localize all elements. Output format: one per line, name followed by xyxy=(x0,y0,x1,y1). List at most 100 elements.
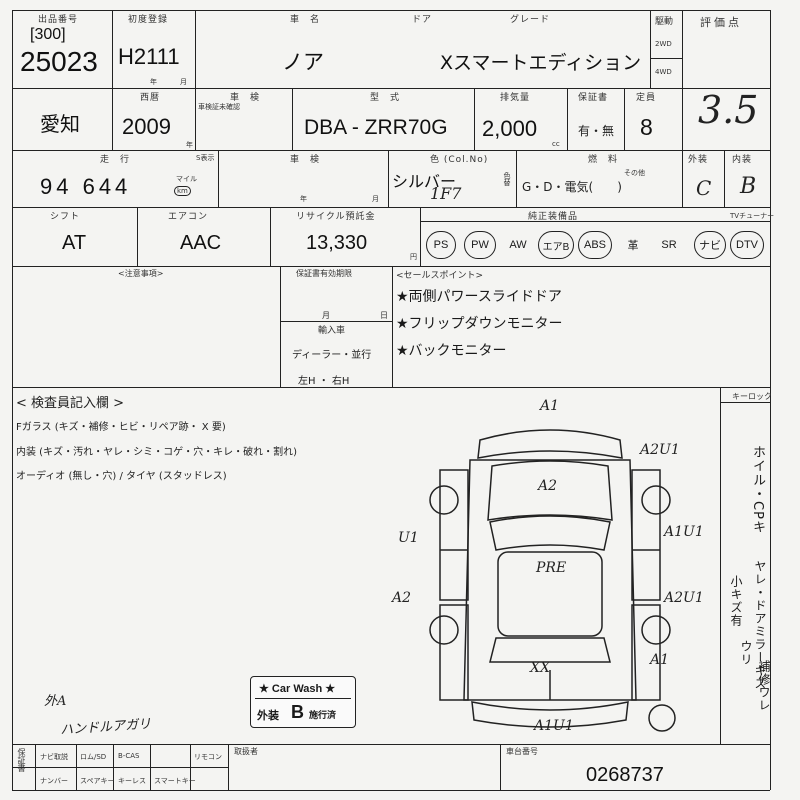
capacity: 8 xyxy=(640,114,653,140)
mark-rear-bumper: A1U1 xyxy=(534,718,574,734)
equip-sunroof: SR xyxy=(661,239,677,251)
label-tsuki: 月 xyxy=(372,195,379,203)
handwritten-steering-note: ハンドルアガリ xyxy=(59,716,152,739)
inspector-audio-tire: オーディオ (無し・穴) / タイヤ (スタッドレス) xyxy=(16,471,227,482)
interior-grade: B xyxy=(740,174,757,199)
shaken-note: 車検証未確認 xyxy=(198,103,240,111)
car-wash-label: 外装 xyxy=(257,709,279,722)
note-mirror-scratch: ヤレ・ドアミラーキズ xyxy=(753,560,767,690)
label-grade: グレード xyxy=(510,15,551,25)
car-wash-title: ★ Car Wash ★ xyxy=(259,683,336,695)
lane-number: [300] xyxy=(30,26,66,43)
color-code: 1F7 xyxy=(430,184,462,203)
mark-front-right: A2U1 xyxy=(640,442,680,458)
car-wash-grade: B xyxy=(291,702,304,722)
shift: AT xyxy=(62,232,87,254)
mark-rear-glass: XX xyxy=(530,660,550,676)
label-color: 色 (Col.No) xyxy=(430,155,489,165)
label-nen: 年 xyxy=(300,195,307,203)
label-year: 年 xyxy=(150,78,157,86)
score: 3.5 xyxy=(698,88,759,132)
mark-right-rear: A1 xyxy=(650,652,670,668)
inspector-interior: 内装 (キズ・汚れ・ヤレ・シミ・コゲ・穴・キレ・破れ・割れ) xyxy=(16,447,297,458)
mark-left-front: U1 xyxy=(398,530,419,546)
label-recycle: リサイクル預託金 xyxy=(296,212,376,222)
label-exterior: 外装 xyxy=(688,155,709,165)
label-handover: 取扱者 xyxy=(234,747,258,756)
footer-keyless: キーレス xyxy=(118,777,146,785)
label-door: ドア xyxy=(412,15,433,25)
unit-km: km xyxy=(174,186,191,196)
label-notes: <注意事項> xyxy=(118,269,164,278)
drive-2wd: 2WD xyxy=(655,40,672,48)
mark-front-bumper: A1 xyxy=(540,398,560,414)
footer-smart-key: スマートキー xyxy=(154,777,196,785)
label-inspector: < 検査員記入欄 > xyxy=(16,396,125,411)
label-score: 評価点 xyxy=(700,16,742,29)
label-mile: マイル xyxy=(176,175,197,183)
footer-plate: ナンバー xyxy=(40,777,68,785)
label-equipment: 純正装備品 xyxy=(528,212,579,222)
label-month2: 月 xyxy=(322,311,330,320)
label-model-year: 西暦 xyxy=(140,93,161,103)
label-displacement: 排気量 xyxy=(500,93,531,103)
label-year-suffix: 年 xyxy=(186,141,193,149)
label-other: その他 xyxy=(624,169,645,177)
car-name: ノア xyxy=(282,51,324,74)
mark-roof: PRE xyxy=(536,560,567,576)
equip-navi: ナビ xyxy=(694,231,726,259)
sales-point-2: ★フリップダウンモニター xyxy=(396,316,563,332)
car-diagram xyxy=(429,429,676,732)
sales-point-3: ★バックモニター xyxy=(396,343,507,359)
model-year: 2009 xyxy=(122,114,171,139)
footer-spare-key: スペアキー xyxy=(80,777,115,785)
label-keyless: キーロック xyxy=(732,392,772,401)
label-fuel: 燃 料 xyxy=(588,155,619,165)
label-interior: 内装 xyxy=(732,155,753,165)
mark-hood: A2 xyxy=(538,478,558,494)
label-day: 日 xyxy=(380,311,388,320)
exterior-grade: C xyxy=(696,176,712,200)
label-aircon: エアコン xyxy=(168,212,209,222)
first-registration: H2111 xyxy=(118,44,180,69)
label-month: 月 xyxy=(180,78,187,86)
footer-warranty: 保証書 xyxy=(17,748,26,772)
model: DBA - ZRR70G xyxy=(304,116,448,139)
equip-ps: PS xyxy=(426,231,456,259)
car-wash-badge: ★ Car Wash ★ 外装 B 施行済 xyxy=(250,676,356,728)
label-drive: 駆動 xyxy=(655,17,674,27)
label-capacity: 定員 xyxy=(636,93,657,103)
recycle-fee: 13,330 xyxy=(306,232,368,254)
label-warranty-expiry: 保証書有効期限 xyxy=(296,269,352,278)
label-first-registration: 初度登録 xyxy=(128,15,169,25)
label-model: 型 式 xyxy=(370,93,401,103)
label-auction-no: 出品番号 xyxy=(38,15,79,25)
label-warranty: 保証書 xyxy=(578,93,609,103)
label-car-name: 車 名 xyxy=(290,15,321,25)
label-import: 輸入車 xyxy=(318,326,346,336)
steering: 左H ・ 右H xyxy=(298,376,350,387)
inspector-windshield: Fガラス (キズ・補修・ヒビ・リペア跡・ X 要) xyxy=(16,422,226,433)
label-mileage: 走 行 xyxy=(100,155,131,165)
equip-pw: PW xyxy=(464,231,496,259)
footer-remote: リモコン xyxy=(194,753,222,761)
aircon: AAC xyxy=(180,232,222,254)
region: 愛知 xyxy=(40,112,80,136)
equip-airbag: エアB xyxy=(538,231,574,259)
equip-aw: AW xyxy=(509,239,527,251)
footer-bcas: B-CAS xyxy=(118,752,140,760)
import-type: ディーラー・並行 xyxy=(292,350,372,361)
label-vin: 車台番号 xyxy=(506,747,538,756)
footer-rom-sd: ロム/SD xyxy=(80,753,107,761)
lot-number: 25023 xyxy=(20,46,98,77)
car-wash-status: 施行済 xyxy=(309,711,337,721)
unit-yen: 円 xyxy=(410,253,417,261)
label-inspection: 車 検 xyxy=(290,155,321,165)
note-u1: ウリ xyxy=(739,640,753,666)
note-small-scratch: 小キズ有 xyxy=(729,575,743,627)
label-sales-points: <セールスポイント> xyxy=(396,271,484,281)
mileage: 94 644 xyxy=(40,174,132,199)
equip-leather: 革 xyxy=(627,240,639,252)
equip-abs: ABS xyxy=(578,231,612,259)
